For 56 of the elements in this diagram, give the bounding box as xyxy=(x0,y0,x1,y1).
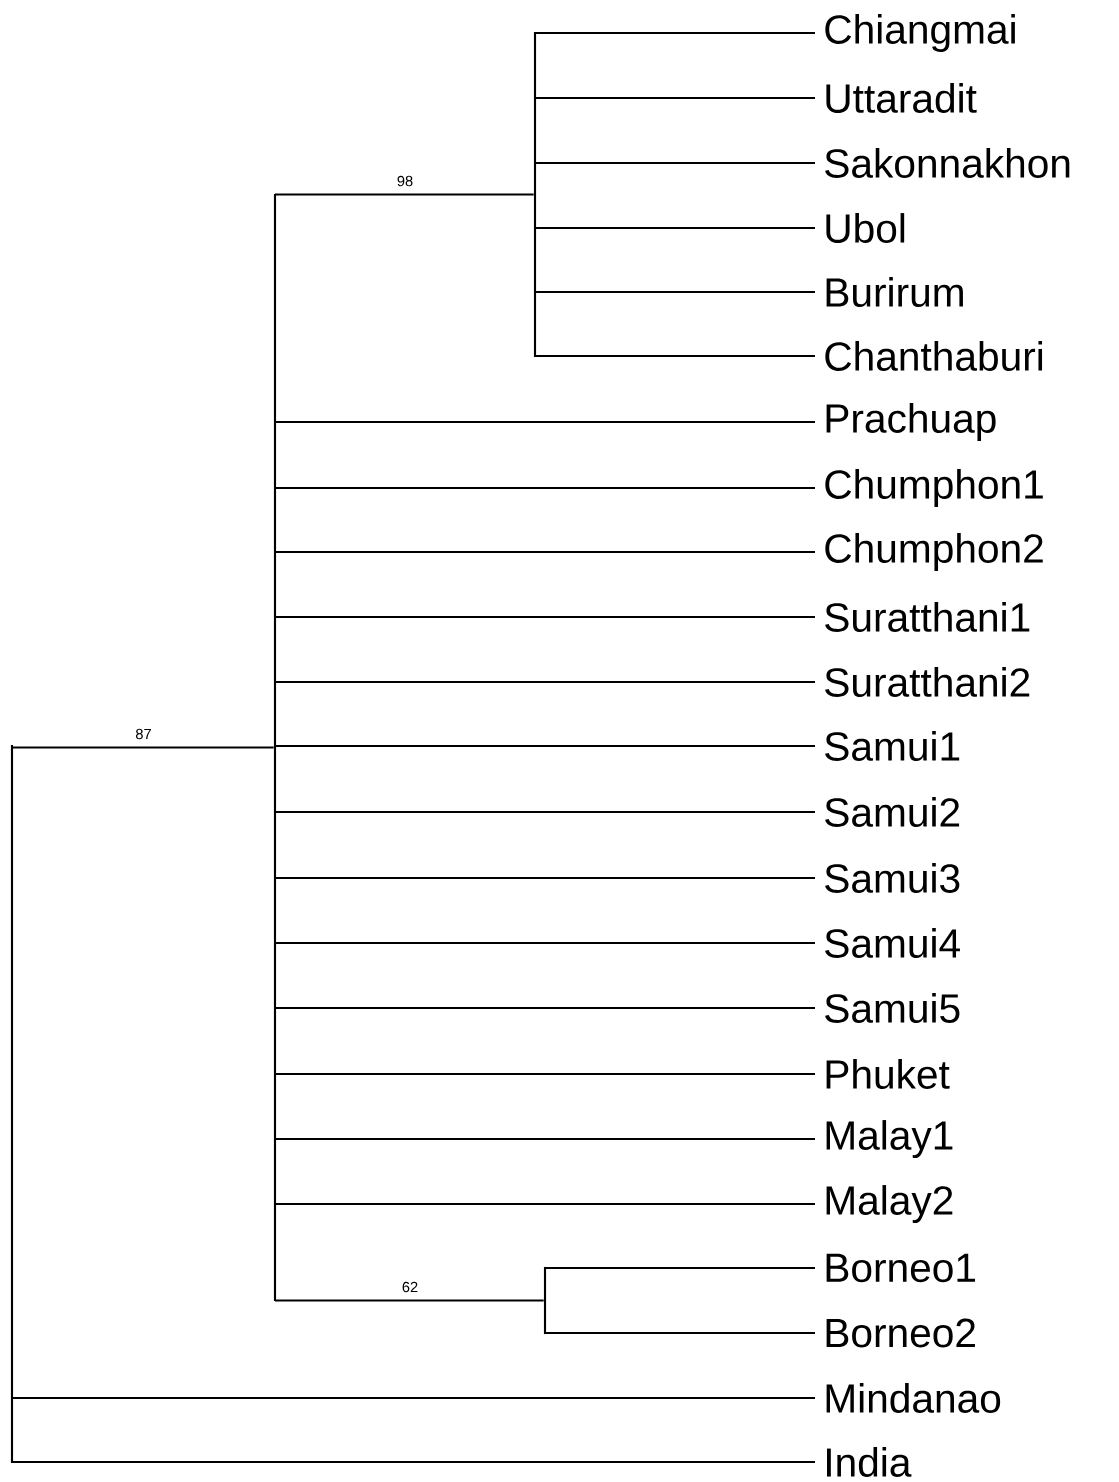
tree-branch xyxy=(12,1396,815,1400)
tree-branch xyxy=(275,420,815,424)
leaf-label: Sakonnakhon xyxy=(825,148,1070,178)
leaf-label: Uttaradit xyxy=(826,83,977,113)
tree-branch xyxy=(535,226,815,230)
leaf-label: Borneo1 xyxy=(826,1253,975,1283)
leaf-label: Samui1 xyxy=(825,731,960,761)
leaf-label: Phuket xyxy=(826,1059,950,1089)
leaf-label: Borneo2 xyxy=(826,1318,975,1348)
bootstrap-value: 62 xyxy=(400,1280,420,1294)
tree-branch xyxy=(545,1266,815,1270)
leaf-label: Malay1 xyxy=(826,1120,953,1158)
tree-branch xyxy=(275,744,815,748)
tree-branch xyxy=(275,1299,544,1302)
leaf-label: Samui2 xyxy=(825,797,960,827)
tree-branch xyxy=(12,746,274,749)
tree-branch xyxy=(275,1137,815,1141)
tree-branch xyxy=(275,486,815,490)
tree-branch xyxy=(275,615,815,619)
leaf-label: Chumphon1 xyxy=(825,469,1043,507)
tree-branch xyxy=(275,1072,815,1076)
bootstrap-value: 87 xyxy=(134,727,153,741)
tree-branch xyxy=(275,876,815,880)
leaf-label: Prachuap xyxy=(826,403,996,441)
tree-branch xyxy=(275,1006,815,1010)
leaf-label: Suratthani1 xyxy=(825,602,1030,632)
leaf-label: Burirum xyxy=(826,277,963,307)
tree-branch xyxy=(535,31,815,35)
tree-branch xyxy=(535,354,815,358)
tree-branch xyxy=(275,680,815,684)
clade-bar xyxy=(533,31,537,358)
leaf-label: Mindanao xyxy=(826,1383,1001,1413)
tree-branch xyxy=(275,1202,815,1206)
tree-branch xyxy=(275,941,815,945)
clade-bar xyxy=(543,1266,547,1335)
tree-branch xyxy=(535,290,815,294)
tree-branch xyxy=(535,161,815,165)
tree-branch xyxy=(275,193,534,196)
leaf-label: Chumphon2 xyxy=(825,533,1043,571)
tree-branch xyxy=(275,550,815,554)
clade-bar xyxy=(273,193,277,1302)
tree-branch xyxy=(545,1331,815,1335)
leaf-label: Malay2 xyxy=(826,1185,953,1223)
leaf-label: Samui4 xyxy=(825,928,960,958)
tree-branch xyxy=(12,1460,815,1464)
leaf-label: Samui5 xyxy=(825,993,960,1023)
leaf-label: India xyxy=(827,1447,912,1477)
leaf-label: Samui3 xyxy=(825,863,960,893)
leaf-label: Suratthani2 xyxy=(825,667,1030,697)
clade-bar xyxy=(10,744,14,1464)
leaf-label: Ubol xyxy=(826,213,905,243)
tree-branch xyxy=(275,810,815,814)
tree-branch xyxy=(535,96,815,100)
leaf-label: Chanthaburi xyxy=(825,341,1043,371)
bootstrap-value: 98 xyxy=(395,174,415,188)
leaf-label: Chiangmai xyxy=(825,14,1015,52)
